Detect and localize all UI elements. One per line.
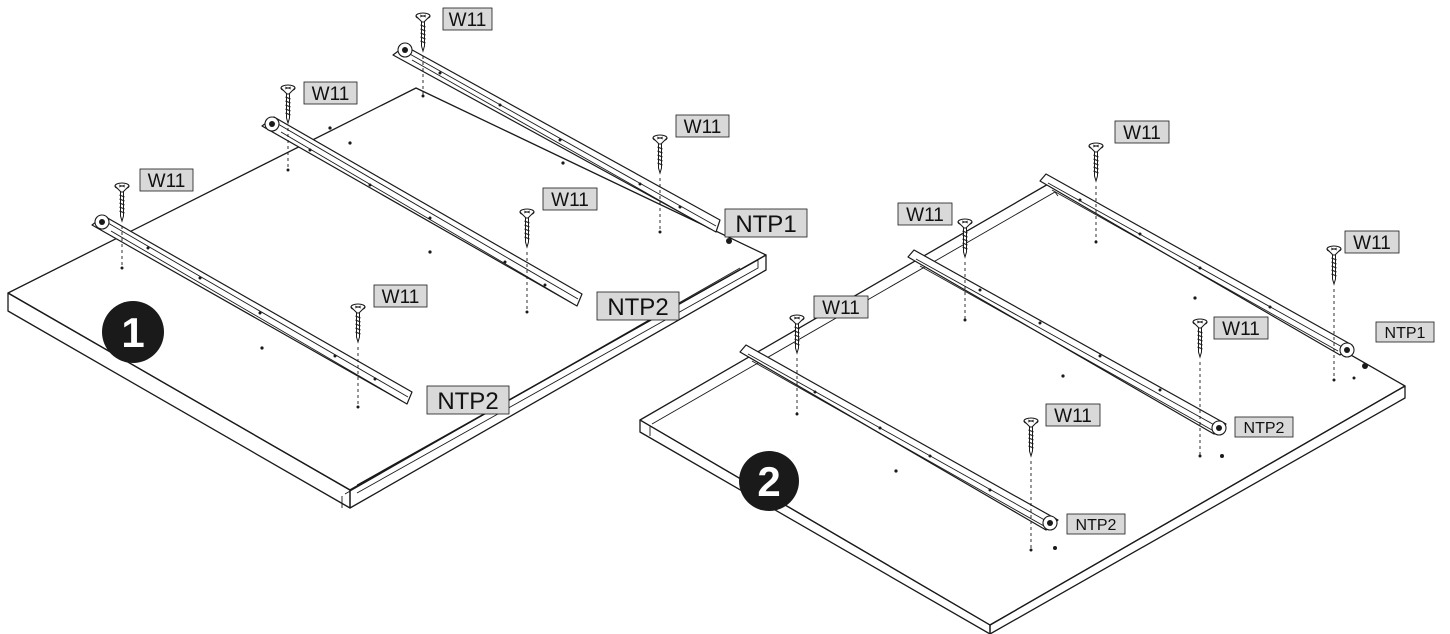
screw-icon — [350, 303, 366, 409]
drawer-rail-icon — [1039, 173, 1355, 358]
svg-text:NTP2: NTP2 — [1244, 420, 1285, 437]
svg-text:W11: W11 — [1353, 233, 1391, 254]
screw-label: W11 — [897, 202, 953, 226]
drawer-rail-icon — [739, 344, 1059, 531]
screw-icon — [789, 314, 805, 416]
svg-text:W11: W11 — [1222, 319, 1260, 340]
svg-text:W11: W11 — [382, 287, 420, 308]
svg-text:W11: W11 — [148, 171, 186, 192]
screw-icon — [519, 208, 535, 314]
svg-text:W11: W11 — [1054, 406, 1092, 427]
rail-label-ntp2: NTP2 — [596, 291, 680, 321]
svg-text:W11: W11 — [1123, 123, 1161, 144]
panel-2 — [639, 182, 1406, 634]
screw-label: W11 — [813, 295, 869, 319]
svg-text:W11: W11 — [822, 298, 860, 319]
drawer-rail-icon — [907, 249, 1227, 436]
svg-text:NTP2: NTP2 — [607, 294, 668, 321]
drawer-rail-icon — [261, 116, 583, 307]
rail-label-ntp1: NTP1 — [1375, 321, 1435, 343]
screw-icon — [957, 218, 973, 322]
screw-icon — [652, 134, 668, 234]
screw-icon — [415, 12, 431, 98]
screw-label: W11 — [542, 187, 598, 211]
screw-icon — [1192, 318, 1208, 458]
svg-text:1: 1 — [121, 309, 144, 356]
svg-text:W11: W11 — [684, 117, 722, 138]
screw-label: W11 — [1213, 316, 1269, 340]
panel-1-holes — [260, 126, 732, 350]
screw-label: W11 — [1114, 120, 1170, 144]
svg-text:W11: W11 — [449, 10, 487, 31]
screw-label: W11 — [373, 284, 428, 308]
screw-label: W11 — [442, 7, 493, 31]
svg-text:W11: W11 — [551, 190, 589, 211]
screw-icon — [280, 84, 296, 172]
svg-text:NTP1: NTP1 — [735, 211, 796, 238]
rail-label-ntp1: NTP1 — [724, 208, 808, 238]
rail-label-ntp2: NTP2 — [1066, 513, 1126, 535]
screw-label: W11 — [675, 114, 730, 138]
drawer-rail-icon — [91, 214, 413, 405]
svg-text:NTP2: NTP2 — [1076, 517, 1117, 534]
screw-icon — [1023, 417, 1039, 552]
screw-label: W11 — [303, 81, 358, 105]
step-badge-2: 2 — [739, 451, 799, 511]
screw-icon — [1088, 142, 1104, 244]
svg-text:W11: W11 — [906, 205, 944, 226]
svg-text:NTP1: NTP1 — [1385, 325, 1426, 342]
screw-label: W11 — [1344, 230, 1400, 254]
screw-icon — [1326, 245, 1342, 382]
panel-2-holes — [894, 296, 1368, 550]
step-2-assembly: W11 W11 W11 W11 W11 W11 NTP1 NTP2 — [639, 120, 1435, 634]
svg-text:2: 2 — [757, 458, 780, 505]
svg-text:W11: W11 — [312, 84, 350, 105]
step-1-assembly: W11 W11 W11 W11 W11 W11 NTP1 NTP2 — [7, 7, 808, 509]
screw-label: W11 — [1045, 403, 1101, 427]
drawer-rail-icon — [392, 42, 721, 233]
step-badge-1: 1 — [102, 301, 164, 363]
screw-icon — [114, 182, 130, 270]
screw-label: W11 — [139, 168, 194, 192]
svg-text:NTP2: NTP2 — [437, 388, 498, 415]
rail-label-ntp2: NTP2 — [1234, 416, 1294, 438]
rail-label-ntp2: NTP2 — [426, 385, 510, 415]
